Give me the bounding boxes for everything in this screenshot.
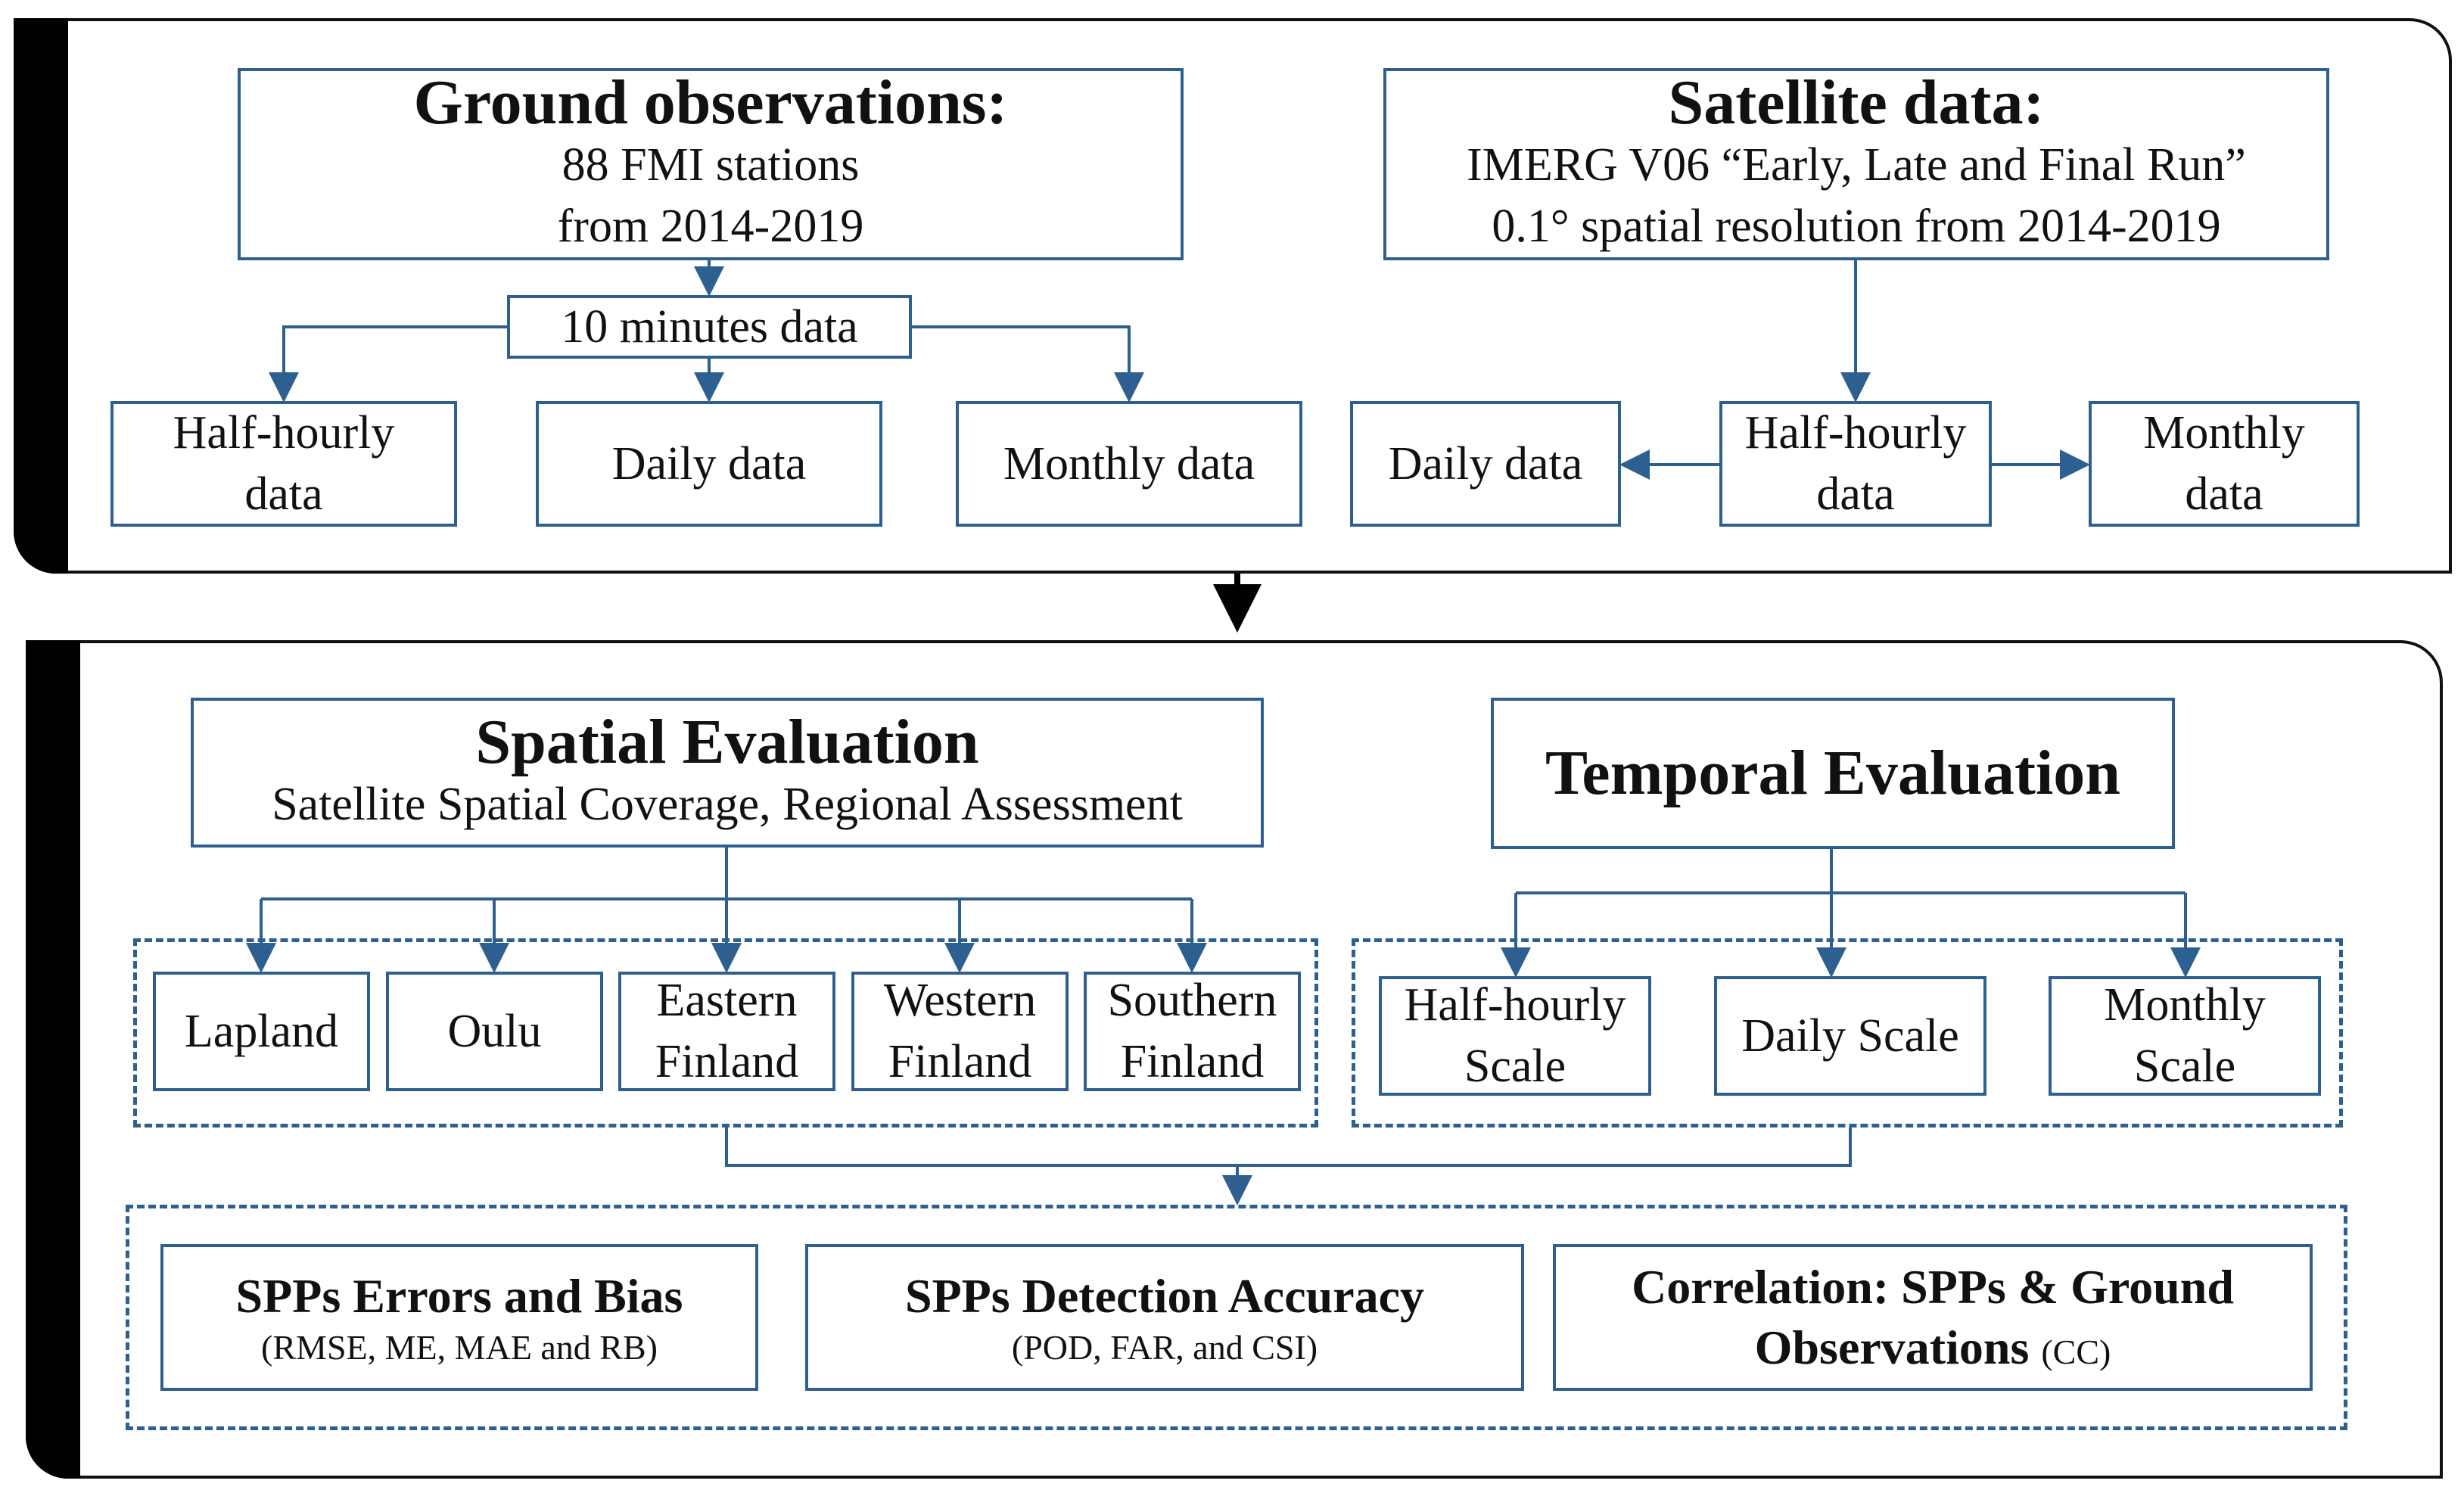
evaluation-panel-spine xyxy=(26,640,80,1479)
region-western-box: Western Finland xyxy=(851,972,1069,1091)
region-western-line1: Western xyxy=(883,975,1037,1027)
ground-observations-title: Ground observations: xyxy=(413,67,1008,138)
arrow-10min-to-monthly xyxy=(912,325,1144,403)
metric-correlation-detail: (CC) xyxy=(2041,1333,2111,1371)
region-eastern-line1: Eastern xyxy=(656,975,798,1027)
temporal-evaluation-title: Temporal Evaluation xyxy=(1545,738,2121,808)
spatial-evaluation-box: Spatial Evaluation Satellite Spatial Cov… xyxy=(191,698,1264,848)
ground-halfhourly-line2: data xyxy=(244,468,323,520)
satellite-halfhourly-line1: Half-hourly xyxy=(1744,407,1967,459)
temporal-evaluation-box: Temporal Evaluation xyxy=(1491,698,2175,849)
scales-group xyxy=(1352,938,2343,1128)
ground-daily-label: Daily data xyxy=(611,437,807,490)
scale-daily-label: Daily Scale xyxy=(1741,1009,1959,1062)
metric-correlation-line2: Observations (CC) xyxy=(1755,1317,2111,1378)
ground-daily-box: Daily data xyxy=(536,401,882,527)
region-oulu-label: Oulu xyxy=(447,1005,542,1057)
satellite-monthly-line2: data xyxy=(2185,468,2263,520)
ground-observations-box: Ground observations: 88 FMI stations fro… xyxy=(238,68,1184,260)
ground-monthly-box: Monthly data xyxy=(956,401,1302,527)
ten-minutes-data-box: 10 minutes data xyxy=(507,295,912,359)
metric-errors-title: SPPs Errors and Bias xyxy=(235,1269,683,1323)
metric-detection-box: SPPs Detection Accuracy (POD, FAR, and C… xyxy=(805,1244,1524,1391)
region-eastern-line2: Finland xyxy=(655,1036,799,1087)
region-southern-line2: Finland xyxy=(1120,1036,1265,1087)
scale-halfhourly-box: Half-hourly Scale xyxy=(1379,976,1651,1096)
scale-monthly-line2: Scale xyxy=(2133,1040,2236,1092)
satellite-data-title: Satellite data: xyxy=(1668,67,2045,138)
satellite-halfhourly-line2: data xyxy=(1816,468,1895,520)
ground-halfhourly-box: Half-hourly data xyxy=(110,401,457,527)
metrics-group xyxy=(126,1205,2347,1430)
scale-daily-box: Daily Scale xyxy=(1714,976,1986,1096)
arrow-10min-to-halfhourly xyxy=(269,325,507,403)
scale-monthly-box: Monthly Scale xyxy=(2049,976,2321,1096)
satellite-monthly-line1: Monthly xyxy=(2143,407,2305,459)
spatial-evaluation-subtitle: Satellite Spatial Coverage, Regional Ass… xyxy=(272,778,1183,830)
scale-halfhourly-line2: Scale xyxy=(1464,1040,1566,1092)
metric-detection-title: SPPs Detection Accuracy xyxy=(904,1269,1425,1323)
metric-errors-box: SPPs Errors and Bias (RMSE, ME, MAE and … xyxy=(160,1244,758,1391)
region-oulu-box: Oulu xyxy=(386,972,603,1091)
satellite-halfhourly-box: Half-hourly data xyxy=(1719,401,1992,527)
spatial-evaluation-title: Spatial Evaluation xyxy=(475,706,979,777)
metric-detection-detail: (POD, FAR, and CSI) xyxy=(1011,1328,1318,1367)
metric-errors-detail: (RMSE, ME, MAE and RB) xyxy=(261,1328,658,1367)
region-southern-box: Southern Finland xyxy=(1084,972,1301,1091)
arrow-groups-merge xyxy=(725,1128,1852,1167)
satellite-data-box: Satellite data: IMERG V06 “Early, Late a… xyxy=(1383,68,2329,260)
ten-minutes-data-label: 10 minutes data xyxy=(561,300,858,353)
region-eastern-box: Eastern Finland xyxy=(618,972,835,1091)
region-lapland-box: Lapland xyxy=(153,972,370,1091)
data-sources-panel-spine xyxy=(14,18,68,574)
satellite-data-line: 0.1° spatial resolution from 2014-2019 xyxy=(1492,201,2221,252)
scale-monthly-line1: Monthly xyxy=(2104,979,2266,1031)
satellite-daily-box: Daily data xyxy=(1350,401,1621,527)
region-southern-line1: Southern xyxy=(1107,975,1277,1027)
satellite-monthly-box: Monthly data xyxy=(2089,401,2360,527)
metric-correlation-box: Correlation: SPPs & Ground Observations … xyxy=(1553,1244,2313,1391)
ground-observations-line: 88 FMI stations xyxy=(562,139,860,191)
ground-halfhourly-line1: Half-hourly xyxy=(173,407,395,459)
region-lapland-label: Lapland xyxy=(184,1005,339,1057)
scale-halfhourly-line1: Half-hourly xyxy=(1404,979,1626,1031)
region-western-line2: Finland xyxy=(888,1036,1032,1087)
satellite-daily-label: Daily data xyxy=(1388,437,1583,490)
regions-group xyxy=(133,938,1318,1128)
metric-correlation-line2-text: Observations xyxy=(1754,1320,2030,1374)
satellite-data-line: IMERG V06 “Early, Late and Final Run” xyxy=(1467,139,2246,191)
ground-observations-line: from 2014-2019 xyxy=(557,201,864,252)
metric-correlation-line1: Correlation: SPPs & Ground xyxy=(1632,1260,2234,1314)
ground-monthly-label: Monthly data xyxy=(1003,437,1255,490)
